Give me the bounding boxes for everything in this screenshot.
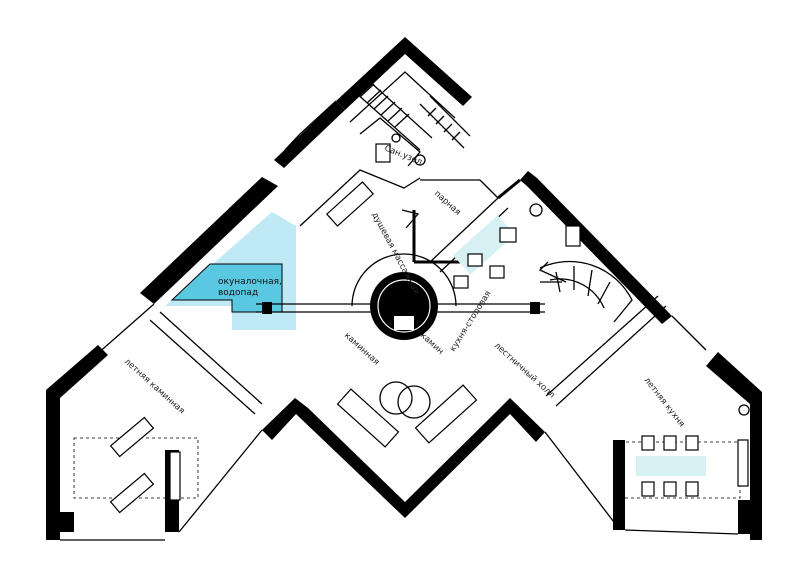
wc-sink <box>375 143 391 163</box>
label-stair-hall: лестничный холл <box>492 341 557 401</box>
wc-toilet <box>414 154 426 166</box>
label-plunge-line1: окуналочная, <box>218 277 282 287</box>
shower-bench <box>325 181 375 227</box>
label-plunge-line2: водопад <box>218 288 258 298</box>
fireplace-arc <box>351 253 457 307</box>
kitchen-dining-set <box>453 215 517 289</box>
top-staircase <box>354 79 471 151</box>
spiral-staircase <box>538 260 633 323</box>
fireplace-room-furniture <box>336 381 478 448</box>
label-kitchen-dining: кухня-столовая <box>448 289 493 353</box>
label-fireplace-room: каминная <box>342 331 381 368</box>
thin-outline <box>49 71 739 541</box>
label-summer-fireplace: летняя каминная <box>122 357 187 417</box>
label-summer-kitchen: летняя кухня <box>642 376 687 429</box>
summer-kitchen-furniture <box>613 404 750 499</box>
column-left <box>262 302 272 314</box>
column-right <box>530 302 540 314</box>
appliance-circle <box>529 203 543 217</box>
cooktop <box>565 225 581 247</box>
wc-basin <box>391 133 401 143</box>
fireplace-core <box>370 272 438 340</box>
label-steam: парная <box>432 189 463 218</box>
summer-fireplace-furniture <box>73 416 199 514</box>
label-fireplace: камин <box>418 331 445 357</box>
